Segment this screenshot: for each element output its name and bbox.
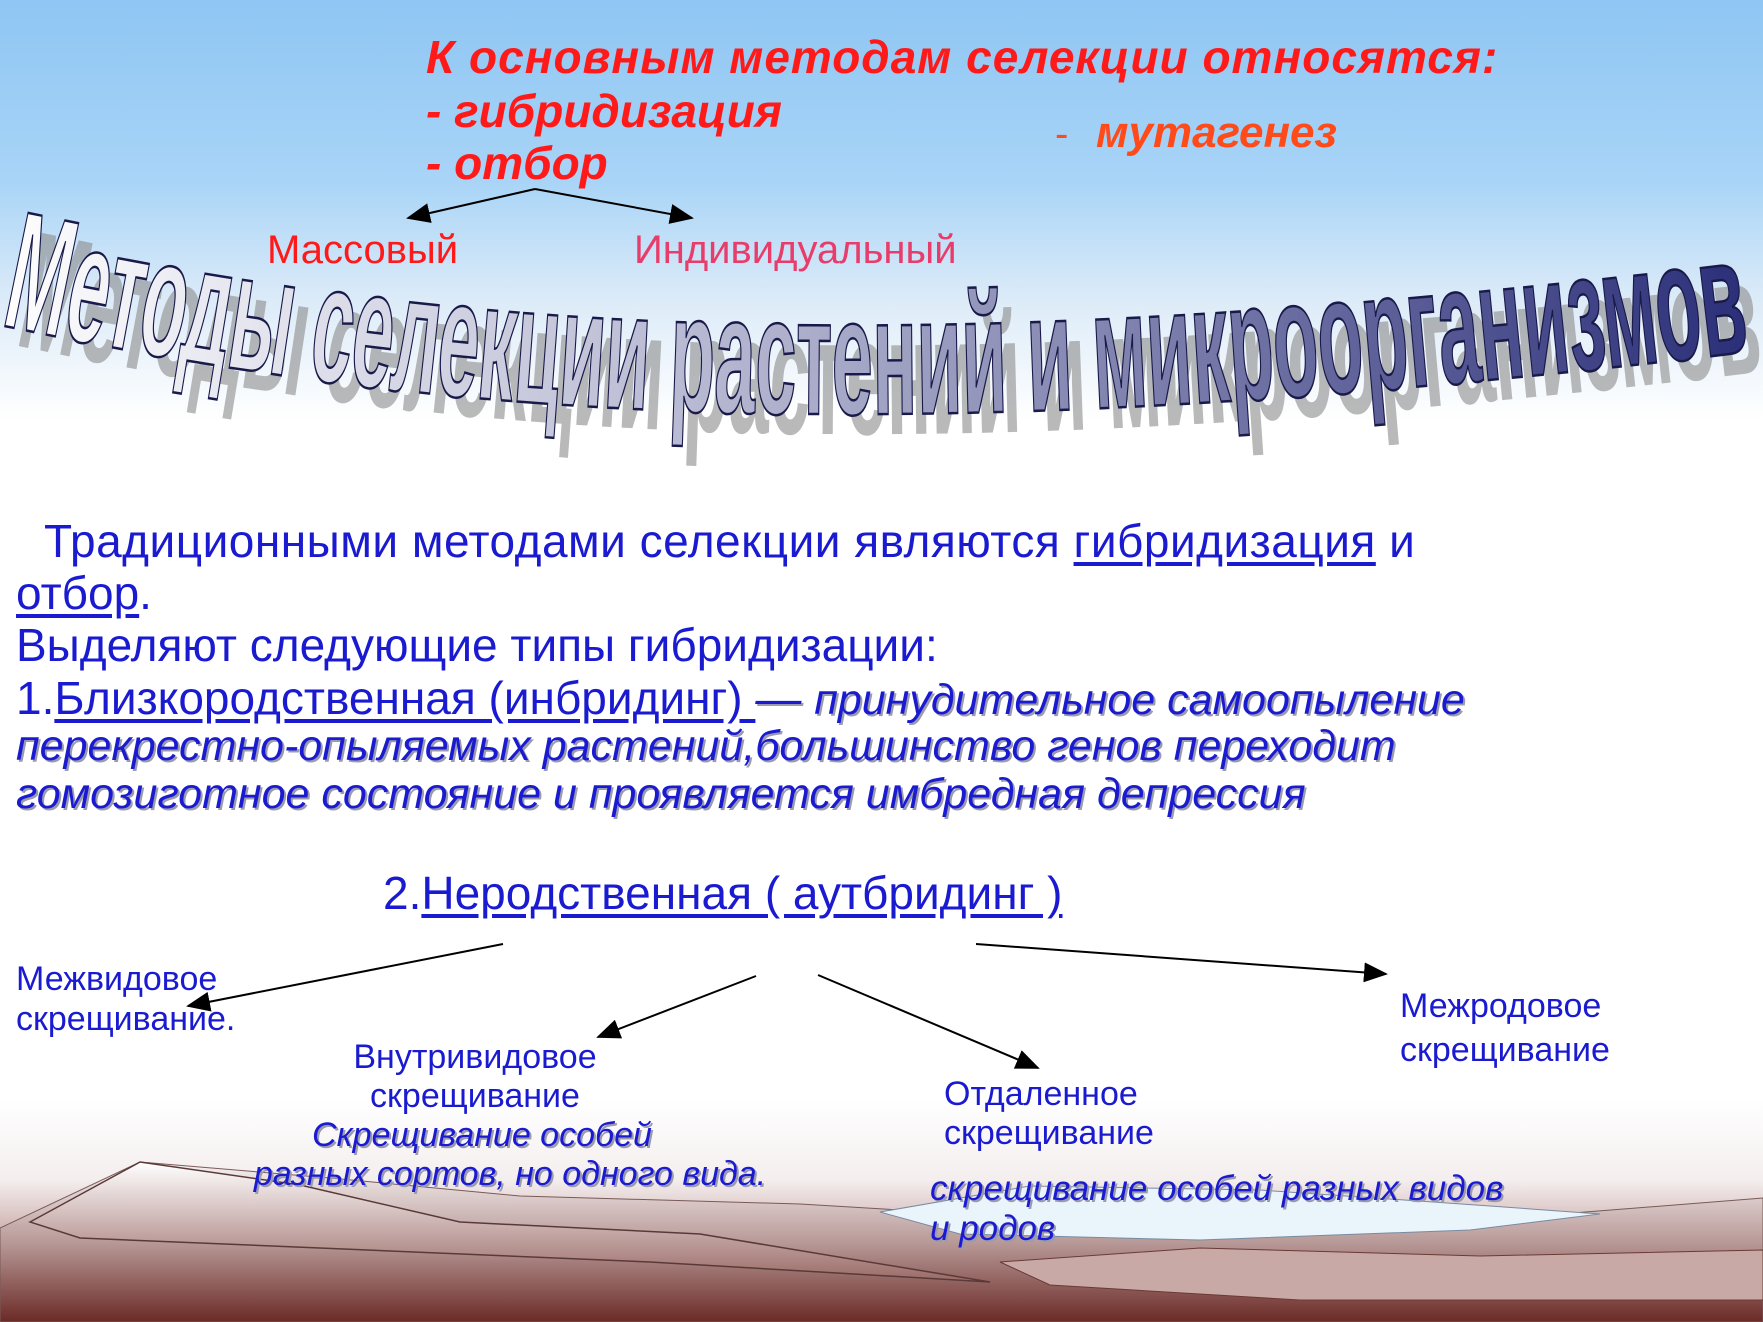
item1-number: 1. (16, 672, 55, 724)
item1-desc-line1: принудительное самоопыление (814, 676, 1465, 724)
distant-line2: скрещивание (944, 1114, 1154, 1152)
header-intro: К основным методам селекции относятся: (426, 31, 1499, 83)
intraspecific-line2: скрещивание (370, 1077, 580, 1115)
selection-mass-label: Массовый (267, 228, 459, 272)
body-line2: отбор. (16, 566, 152, 620)
arrow-to-intraspecific (596, 975, 757, 1039)
item1-term: Близкородственная (инбридинг) (54, 672, 756, 724)
header-mutagenesis-dash: - (1055, 112, 1069, 156)
selection-link[interactable]: отбор (16, 567, 140, 619)
header-item-mutagenesis: мутагенез (1096, 108, 1337, 157)
item1-desc-line2: перекрестно-опыляемых растений,большинст… (16, 722, 1396, 770)
item1-line1: 1.Близкородственная (инбридинг) — принуд… (16, 671, 1465, 725)
item2-number: 2. (383, 867, 422, 919)
body-line2-dot: . (139, 567, 152, 619)
item2-line: 2.Неродственная ( аутбридинг ) (383, 866, 1063, 920)
types-heading: Выделяют следующие типы гибридизации: (16, 619, 938, 671)
distant-line1: Отдаленное (944, 1075, 1138, 1113)
header-item-hybridization: - гибридизация (426, 85, 782, 137)
arrow-to-intergeneric (975, 943, 1388, 983)
item1-desc-line3: гомозиготное состояние и проявляется имб… (16, 770, 1306, 818)
intraspecific-label: Внутривидовое скрещивание Скрещивание ос… (200, 1038, 820, 1194)
header-item-selection: - отбор (426, 137, 608, 189)
selection-individual-label: Индивидуальный (634, 228, 957, 272)
item1-dash: — (755, 672, 802, 724)
intergeneric-label: Межродовое скрещивание (1400, 984, 1610, 1072)
wordart-title: Методы селекции растений и микроорганизм… (0, 175, 1763, 470)
distant-desc-line1: скрещивание особей разных видов (930, 1169, 1504, 1208)
intergeneric-line2: скрещивание (1400, 1031, 1610, 1069)
intraspecific-desc-line2: разных сортов, но одного вида. (253, 1155, 767, 1193)
distant-desc: скрещивание особей разных видов и родов (930, 1169, 1503, 1249)
interspecific-line1: Межвидовое (16, 960, 218, 998)
intraspecific-line1: Внутривидовое (353, 1038, 597, 1076)
distant-label: Отдаленное скрещивание (944, 1075, 1154, 1153)
item2-term: Неродственная ( аутбридинг ) (421, 867, 1063, 919)
body-line1-prefix: Традиционными методами селекции являются (44, 515, 1061, 567)
arrow-to-interspecific (186, 943, 504, 1012)
hybridization-link[interactable]: гибридизация (1073, 515, 1376, 567)
body-line1: Традиционными методами селекции являются… (44, 514, 1415, 568)
intergeneric-line1: Межродовое (1400, 987, 1602, 1025)
distant-desc-line2: и родов (930, 1209, 1056, 1248)
body-line1-and: и (1389, 515, 1416, 567)
interspecific-line2: скрещивание. (16, 1000, 236, 1038)
interspecific-label: Межвидовое скрещивание. (16, 959, 235, 1039)
arrow-to-mass (406, 188, 536, 223)
intraspecific-desc-line1: Скрещивание особей (312, 1116, 652, 1154)
arrow-to-individual (534, 188, 694, 224)
arrow-to-distant (817, 974, 1040, 1069)
